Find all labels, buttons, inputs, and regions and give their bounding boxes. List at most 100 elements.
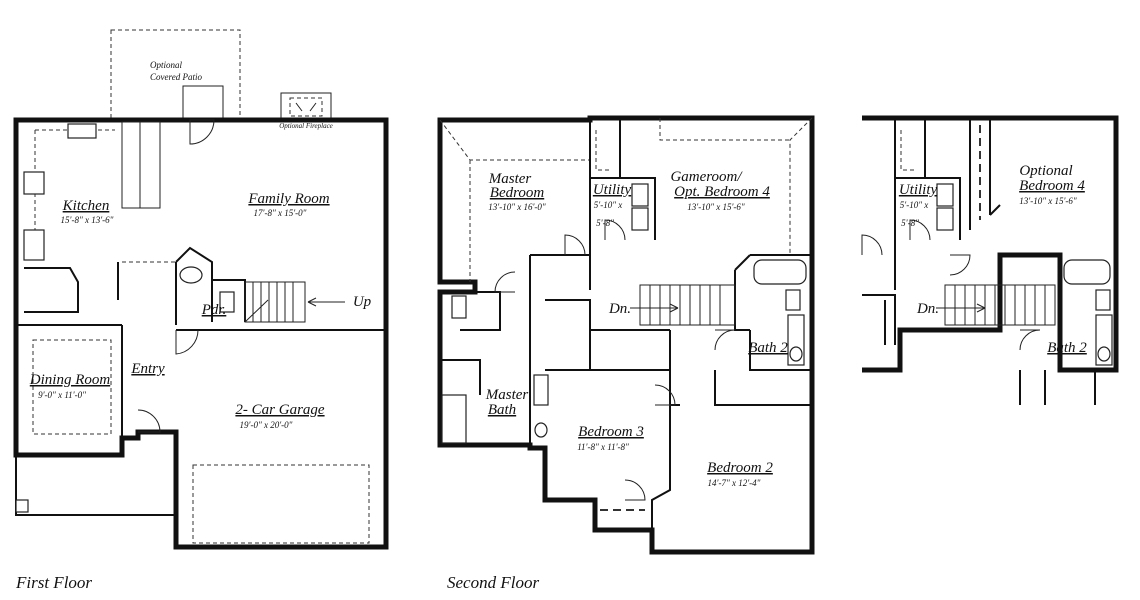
bath2-sink <box>789 346 803 362</box>
patio-post <box>182 85 224 121</box>
option-bath2-label: Bath 2 <box>1047 340 1087 356</box>
family-room-label: Family Room <box>247 191 329 207</box>
garage-entry-door <box>175 329 199 355</box>
patio-label-line1: Optional <box>150 60 183 70</box>
second-floor-labels: Master Bedroom 13'-10" x 16'-0" Gameroom… <box>447 169 788 592</box>
option-dryer <box>936 207 954 231</box>
first-floor-exterior-wall <box>13 117 389 550</box>
stair-up-label: Up <box>353 294 372 310</box>
porch-column <box>15 499 29 513</box>
kitchen-sink <box>67 123 97 139</box>
pantry-wall <box>24 267 79 313</box>
gameroom-dimensions: 13'-10" x 15'-6" <box>687 202 745 212</box>
utility-dimensions-line1: 5'-10" x <box>594 200 622 210</box>
option-utility-door <box>909 219 931 241</box>
master-bedroom-label-line1: Master <box>488 171 532 187</box>
fireplace-label: Optional Fireplace <box>279 122 333 130</box>
bedroom3-dimensions: 11'-8" x 11'-8" <box>577 442 629 452</box>
first-floor-labels: Optional Covered Patio Optional Fireplac… <box>15 60 372 592</box>
bath2-door <box>714 329 736 351</box>
master-toilet <box>451 295 467 319</box>
bedroom3-door <box>654 384 676 406</box>
option-bedroom4-wall <box>969 118 1001 230</box>
gameroom-label-line2: Opt. Bedroom 4 <box>674 184 770 200</box>
master-tub <box>441 394 467 444</box>
dining-room-label: Dining Room <box>29 372 111 388</box>
utility-label: Utility <box>593 182 632 198</box>
option-bath2-door <box>1019 329 1041 351</box>
option-bath2-sink <box>1097 346 1111 362</box>
master-bath-walls <box>529 254 591 445</box>
powder-label: Pdr. <box>201 302 227 318</box>
master-ceiling-line <box>439 119 590 161</box>
entry-label: Entry <box>130 361 165 377</box>
master-bedroom-dimensions: 13'-10" x 16'-0" <box>488 202 546 212</box>
second-floor-stair <box>630 284 736 326</box>
gameroom-ceiling-line <box>789 117 813 255</box>
utility-dimensions-line2: 5'-8" <box>596 218 614 228</box>
master-door <box>564 234 586 256</box>
dining-ceiling-outline <box>32 339 112 435</box>
stair-down-label: Dn. <box>608 301 631 317</box>
first-floor-title: First Floor <box>15 573 92 592</box>
kitchen-upper-cabinets <box>34 129 115 240</box>
kitchen-label: Kitchen <box>62 198 110 214</box>
utility-walls <box>589 120 656 290</box>
option-bedroom4-label-line1: Optional <box>1019 163 1072 179</box>
gameroom-ceiling-line-2 <box>659 118 790 141</box>
utility-shelf <box>595 130 612 171</box>
master-sink <box>534 422 548 438</box>
option-bedroom4-label-line2: Bedroom 4 <box>1019 178 1085 194</box>
patio-door <box>189 119 215 145</box>
second-floor-plan <box>437 115 815 555</box>
first-floor-stair <box>244 281 345 323</box>
master-bath-label-line1: Master <box>485 387 529 403</box>
kitchen-range <box>23 171 45 195</box>
master-bath-label-line2: Bath <box>488 402 516 418</box>
bath2-label: Bath 2 <box>748 340 788 356</box>
bath2-tub <box>753 259 807 285</box>
option-utility-dimensions-line2: 5'-8" <box>901 218 919 228</box>
option-stair-down-label: Dn. <box>916 301 939 317</box>
garage-door-outline <box>192 464 370 544</box>
option-utility-dimensions-line1: 5'-10" x <box>900 200 928 210</box>
master-vanity <box>533 374 549 406</box>
powder-toilet <box>219 291 235 313</box>
option-hall-wall <box>862 294 896 345</box>
option-washer <box>936 183 954 207</box>
kitchen-dimensions: 15'-8" x 13'-6" <box>61 215 114 225</box>
option-utility-shelf <box>900 130 917 171</box>
option-lower-walls <box>1019 370 1096 405</box>
family-room-dimensions: 17'-8" x 15'-0" <box>254 208 307 218</box>
optional-bedroom4-plan <box>861 115 1119 405</box>
garage-top-wall <box>175 262 386 331</box>
option-stair <box>936 284 1056 326</box>
option-exterior-wall <box>862 115 1119 373</box>
fireplace-symbol <box>280 92 332 120</box>
option-bedroom4-door <box>949 254 971 276</box>
bedroom2-label: Bedroom 2 <box>707 460 773 476</box>
master-closet-walls <box>440 291 501 331</box>
porch-outline <box>15 455 176 516</box>
option-utility-walls <box>894 120 961 290</box>
washer <box>631 183 649 207</box>
dryer <box>631 207 649 231</box>
powder-door <box>244 299 269 323</box>
bath2-toilet <box>785 289 801 311</box>
kitchen-fridge <box>23 229 45 261</box>
dining-room-dimensions: 9'-0" x 11'-0" <box>38 390 86 400</box>
gameroom-label-line1: Gameroom/ <box>670 169 743 185</box>
hall-wall <box>545 329 671 371</box>
bedroom-divider-walls <box>669 370 812 406</box>
garage-label: 2- Car Garage <box>235 402 325 418</box>
kitchen-island <box>121 121 161 209</box>
front-door <box>137 409 161 433</box>
master-shower-wall <box>440 359 481 395</box>
bedroom3-closet-door <box>624 479 646 501</box>
powder-wall <box>175 246 213 322</box>
second-floor-title: Second Floor <box>447 573 539 592</box>
option-bath2-tub <box>1063 259 1111 285</box>
master-closet-door <box>494 271 516 293</box>
optional-bedroom4-labels: Optional Bedroom 4 13'-10" x 15'-6" Util… <box>899 163 1087 356</box>
